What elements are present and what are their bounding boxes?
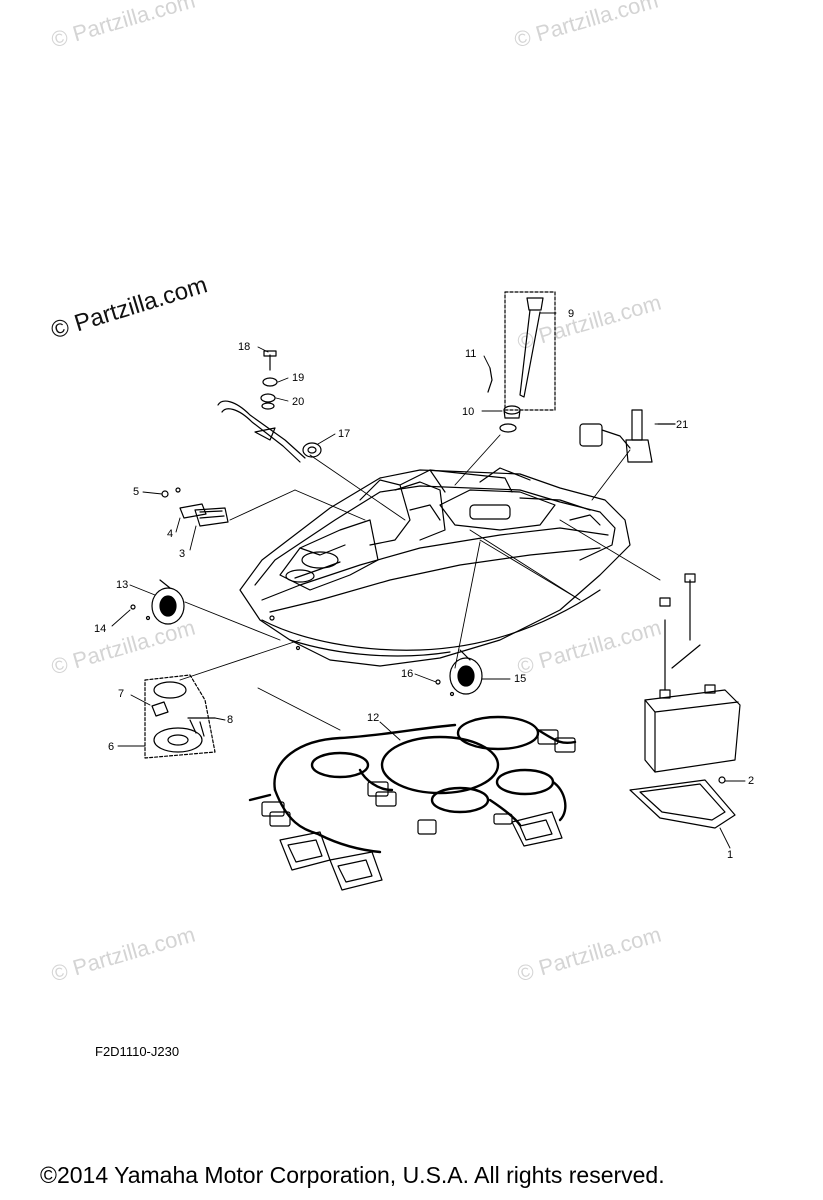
part-5-screw <box>161 487 181 498</box>
callout-10: 10 <box>462 406 474 418</box>
callout-8: 8 <box>227 714 233 726</box>
leader-lines <box>179 434 661 731</box>
part-10-grommet <box>499 405 521 433</box>
callout-12: 12 <box>367 712 379 724</box>
callout-leaders <box>111 312 746 849</box>
callout-15: 15 <box>514 673 526 685</box>
callout-16: 16 <box>401 668 413 680</box>
part-battery <box>644 573 741 773</box>
part-9-sender-tube <box>504 291 556 411</box>
callout-numbers: 18 19 20 17 9 11 10 21 5 4 3 13 14 7 8 6… <box>94 308 754 861</box>
diagram-code: F2D1110-J230 <box>95 1044 180 1059</box>
callout-19: 19 <box>292 372 304 384</box>
part-12-wire-harness <box>248 715 577 854</box>
part-18-bolt <box>263 350 277 371</box>
part-13-speaker <box>151 579 185 625</box>
callout-7: 7 <box>118 688 124 700</box>
part-14-screw <box>130 604 151 621</box>
callout-5: 5 <box>133 486 139 498</box>
part-4-gasket <box>179 503 207 519</box>
callout-13: 13 <box>116 579 128 591</box>
part-3-cover <box>194 507 229 527</box>
part-6-light-assembly <box>144 674 216 759</box>
part-2-bolt <box>718 776 726 784</box>
part-1-battery-tray <box>629 779 736 829</box>
part-20-nut <box>260 393 276 410</box>
callout-17: 17 <box>338 428 350 440</box>
part-19-washer <box>262 377 278 387</box>
part-15-speaker <box>449 649 483 695</box>
part-17-cable <box>217 400 322 463</box>
callout-6: 6 <box>108 741 114 753</box>
callout-21: 21 <box>676 419 688 431</box>
callout-3: 3 <box>179 548 185 560</box>
part-21-sensor <box>579 409 676 463</box>
callout-4: 4 <box>167 528 173 540</box>
callout-9: 9 <box>568 308 574 320</box>
harness-connectors <box>261 729 576 891</box>
callout-18: 18 <box>238 341 250 353</box>
part-11-clip <box>487 367 493 393</box>
callout-2: 2 <box>748 775 754 787</box>
boat-hull-illustration <box>239 467 631 667</box>
callout-1: 1 <box>727 849 733 861</box>
callout-11: 11 <box>465 348 476 360</box>
callout-14: 14 <box>94 623 106 635</box>
part-7-lens <box>151 701 169 717</box>
copyright-footer: ©2014 Yamaha Motor Corporation, U.S.A. A… <box>40 1162 665 1188</box>
callout-20: 20 <box>292 396 304 408</box>
